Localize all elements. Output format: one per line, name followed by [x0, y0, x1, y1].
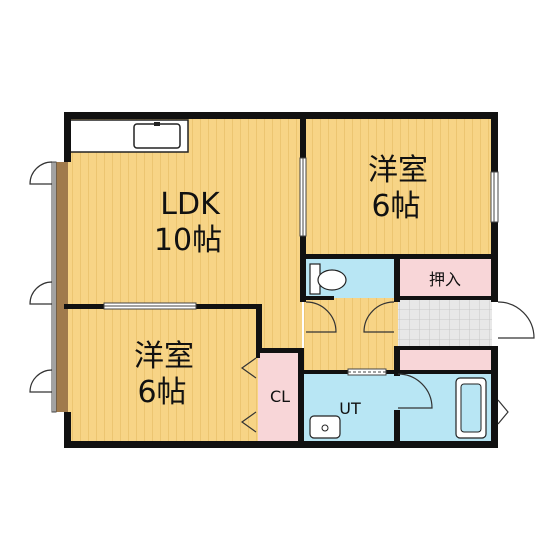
western-upper-name: 洋室 — [368, 153, 428, 188]
exterior-walls — [64, 112, 498, 448]
ldk-name: LDK — [160, 187, 221, 222]
western-upper-size: 6帖 — [371, 189, 420, 224]
closet-label: CL — [270, 387, 290, 406]
balcony-rail — [56, 162, 68, 412]
door-swings — [29, 161, 535, 433]
sink-icon — [133, 123, 181, 149]
toilet-bowl-icon — [317, 269, 347, 291]
oshiire-storage — [398, 258, 492, 298]
utility-label: UT — [339, 399, 361, 418]
washbasin-icon — [309, 415, 341, 439]
entrance-floor — [398, 300, 492, 348]
basin-drain-icon — [321, 424, 329, 432]
western-lower-name: 洋室 — [134, 339, 194, 374]
ldk-lower-floor — [260, 300, 302, 350]
shoe-storage — [398, 350, 492, 372]
windows — [51, 157, 499, 413]
western-lower-size: 6帖 — [137, 375, 186, 410]
interior-walls — [64, 112, 494, 448]
hallway-floor — [304, 298, 398, 372]
western-lower-floor — [68, 308, 258, 442]
oshiire-label: 押入 — [429, 270, 461, 289]
closet — [258, 350, 302, 442]
bathtub-inner-icon — [460, 383, 482, 433]
ldk-size: 10帖 — [154, 223, 222, 258]
western-upper-floor — [304, 118, 492, 258]
faucet-icon — [154, 122, 160, 126]
